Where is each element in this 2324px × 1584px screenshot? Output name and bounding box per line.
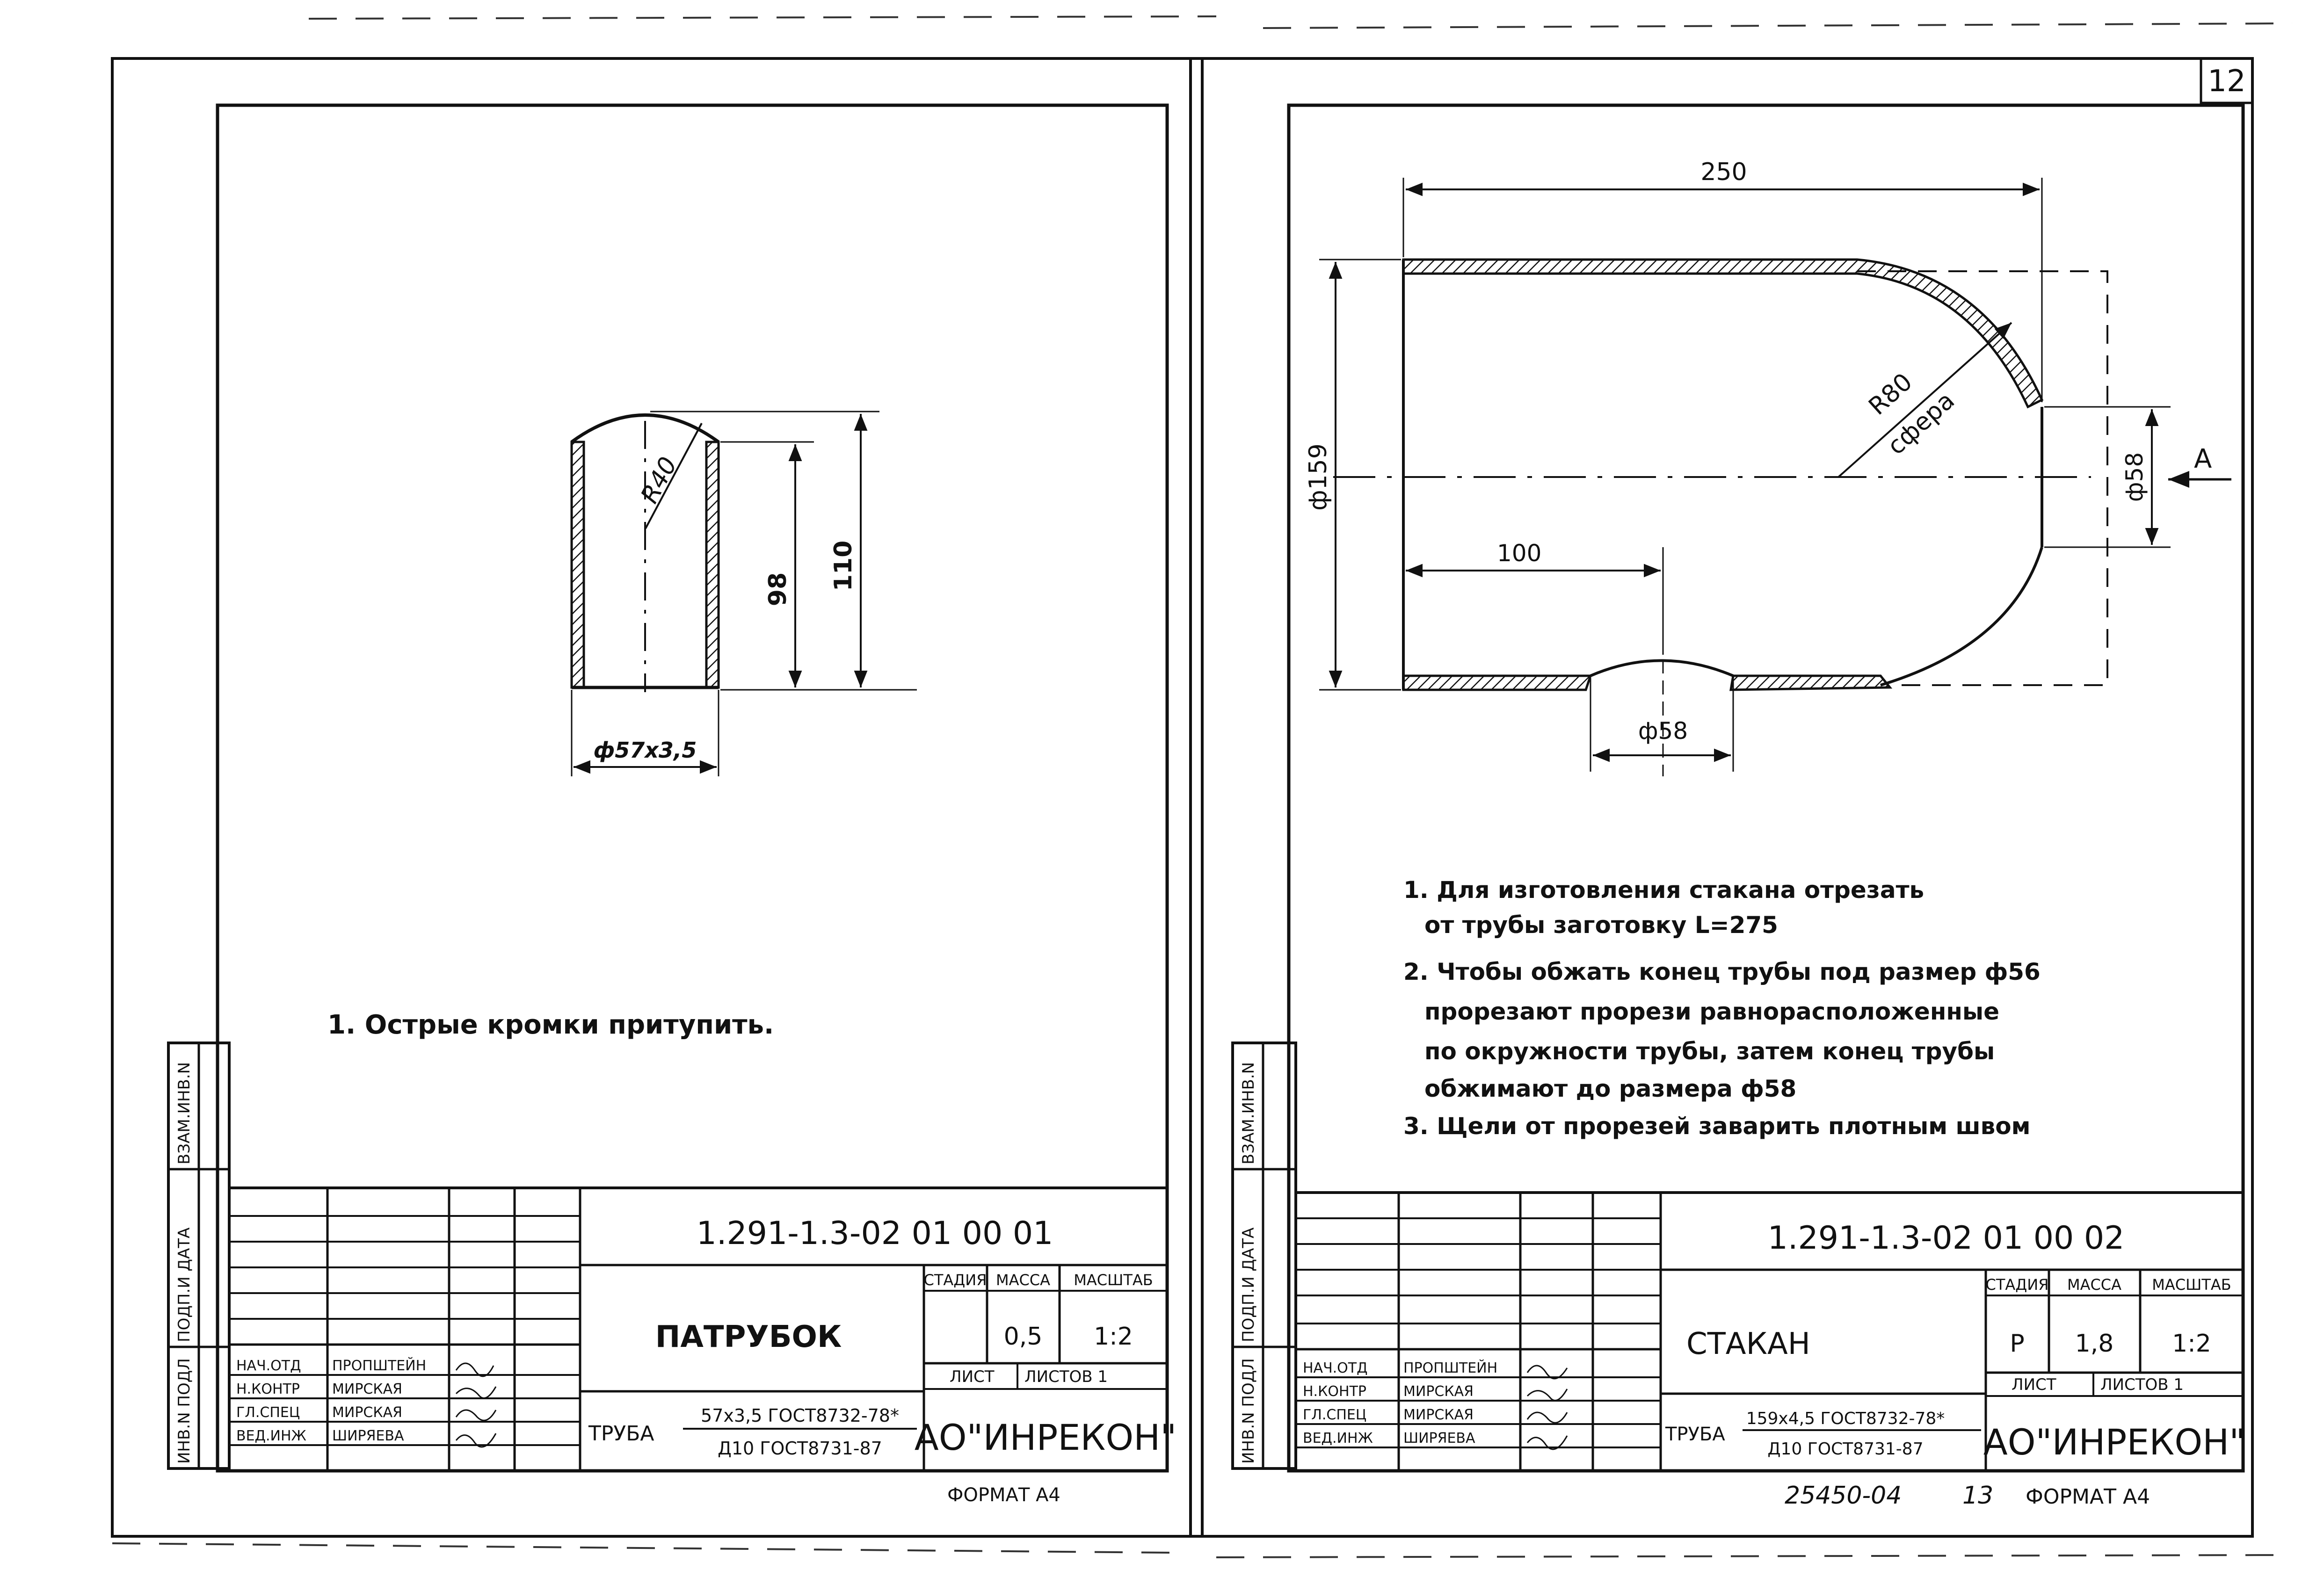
dim-d58-end: ф58 xyxy=(2121,452,2148,502)
right-material-top: 159х4,5 ГОСТ8732-78* xyxy=(1746,1409,1945,1428)
left-outer-frame xyxy=(111,57,1204,1538)
dim-d58-bottom: ф58 xyxy=(1638,717,1688,745)
left-format: ФОРМАТ А4 xyxy=(947,1484,1060,1506)
left-part-name: ПАТРУБОК xyxy=(655,1320,842,1354)
sheet-number-box xyxy=(2200,57,2254,104)
archive-number: 25450-04 xyxy=(1785,1482,1902,1510)
right-role-2: Н.КОНТР xyxy=(1303,1383,1366,1400)
right-side-label-2: ПОДП.И ДАТА xyxy=(1239,1228,1258,1342)
left-doc-code: 1.291-1.3-02 01 00 01 xyxy=(697,1215,1053,1252)
left-hdr-stage: СТАДИЯ xyxy=(924,1271,987,1289)
right-note-4: прорезают прорези равнорасположенные xyxy=(1424,998,1999,1025)
right-part-name: СТАКАН xyxy=(1686,1327,1810,1361)
left-sheet-label: ЛИСТ xyxy=(950,1367,995,1386)
left-material-top: 57х3,5 ГОСТ8732-78* xyxy=(701,1405,899,1426)
right-note-1: 1. Для изготовления стакана отрезать xyxy=(1403,876,1924,904)
left-sheet: ИНВ.N ПОДЛ ПОДП.И ДАТА ВЗАМ.ИНВ.N R40 98… xyxy=(111,57,1204,1538)
right-mass: 1,8 xyxy=(2075,1330,2114,1358)
right-material-bottom: Д10 ГОСТ8731-87 xyxy=(1767,1439,1923,1459)
right-note-3: 2. Чтобы обжать конец трубы под размер ф… xyxy=(1403,958,2041,985)
dim-100: 100 xyxy=(1497,540,1541,567)
dim-d159: ф159 xyxy=(1304,443,1332,511)
right-note-6: обжимают до размера ф58 xyxy=(1424,1075,1796,1102)
right-name-3: МИРСКАЯ xyxy=(1403,1407,1474,1423)
right-role-3: ГЛ.СПЕЦ xyxy=(1303,1407,1366,1423)
left-role-1: НАЧ.ОТД xyxy=(236,1358,301,1374)
left-signatures xyxy=(455,1362,497,1448)
right-role-4: ВЕД.ИНЖ xyxy=(1303,1430,1373,1447)
left-material-bottom: Д10 ГОСТ8731-87 xyxy=(718,1438,882,1459)
right-side-label-1: ИНВ.N ПОДЛ xyxy=(1239,1358,1258,1464)
blank-outline xyxy=(1857,270,2108,686)
left-role-3: ГЛ.СПЕЦ xyxy=(236,1404,300,1421)
right-scale: 1:2 xyxy=(2172,1330,2211,1358)
left-title-block: НАЧ.ОТД Н.КОНТР ГЛ.СПЕЦ ВЕД.ИНЖ ПРОПШТЕЙ… xyxy=(228,1186,1177,1472)
right-material-label: ТРУБА xyxy=(1665,1424,1725,1445)
right-outer-frame xyxy=(1189,57,2254,1538)
right-company: АО"ИНРЕКОН" xyxy=(1983,1421,2246,1463)
pipe-left-wall xyxy=(570,441,585,689)
right-name-2: МИРСКАЯ xyxy=(1403,1383,1474,1400)
left-side-label-1: ИНВ.N ПОДЛ xyxy=(175,1358,194,1464)
left-hdr-scale: МАСШТАБ xyxy=(1074,1271,1153,1289)
left-role-2: Н.КОНТР xyxy=(236,1381,300,1397)
right-signatures xyxy=(1526,1365,1568,1450)
left-note: 1. Острые кромки притупить. xyxy=(327,1010,774,1040)
left-scale: 1:2 xyxy=(1094,1323,1133,1351)
stakan-bottom-wall-right xyxy=(1729,674,1893,691)
right-notes: 1. Для изготовления стакана отрезать от … xyxy=(1403,876,2041,1140)
right-note-2: от трубы заготовку L=275 xyxy=(1424,911,1778,939)
stakan-lower-arc xyxy=(1880,547,2043,687)
right-hdr-stage: СТАДИЯ xyxy=(1986,1276,2049,1294)
archive-sheet: 13 xyxy=(1962,1482,1993,1510)
left-side-label-3: ВЗАМ.ИНВ.N xyxy=(175,1062,194,1164)
left-role-4: ВЕД.ИНЖ xyxy=(236,1428,306,1444)
left-sheets-label: ЛИСТОВ 1 xyxy=(1024,1367,1108,1386)
dim-r40: R40 xyxy=(636,453,683,508)
dim-110: 110 xyxy=(829,541,857,592)
view-label: А xyxy=(2194,444,2212,474)
left-side-block: ИНВ.N ПОДЛ ПОДП.И ДАТА ВЗАМ.ИНВ.N xyxy=(167,1042,231,1470)
right-sheets-label: ЛИСТОВ 1 xyxy=(2100,1375,2184,1394)
pipe-right-wall xyxy=(705,441,720,689)
right-format: ФОРМАТ А4 xyxy=(2026,1485,2150,1509)
left-material-label: ТРУБА xyxy=(588,1422,654,1446)
right-side-block: ИНВ.N ПОДЛ ПОДП.И ДАТА ВЗАМ.ИНВ.N xyxy=(1231,1042,1297,1470)
r80-leader xyxy=(1837,322,2012,478)
right-title-block: НАЧ.ОТД Н.КОНТР ГЛ.СПЕЦ ВЕД.ИНЖ ПРОПШТЕЙ… xyxy=(1294,1191,2246,1472)
dim-d57: ф57х3,5 xyxy=(594,738,697,763)
sheet-number: 12 xyxy=(2208,64,2245,99)
stakan-bottom-wall-left xyxy=(1402,674,1592,691)
left-hdr-mass: МАССА xyxy=(996,1271,1050,1289)
left-name-2: МИРСКАЯ xyxy=(332,1381,402,1397)
right-name-1: ПРОПШТЕЙН xyxy=(1403,1360,1497,1376)
right-hdr-scale: МАСШТАБ xyxy=(2152,1276,2231,1294)
dim-250: 250 xyxy=(1700,158,1747,186)
scan-edge-marks xyxy=(112,15,2293,1558)
left-side-label-2: ПОДП.И ДАТА xyxy=(175,1228,194,1342)
right-sheet: 12 ИНВ.N ПОДЛ ПОДП.И ДАТА ВЗАМ.ИНВ.N xyxy=(1189,57,2254,1538)
dim-98: 98 xyxy=(764,572,792,606)
patrubok-drawing: R40 98 110 ф57х3,5 xyxy=(570,411,917,776)
stakan-bottom-bulge xyxy=(1590,659,1734,677)
right-stage: Р xyxy=(2010,1330,2024,1358)
right-note-5: по окружности трубы, затем конец трубы xyxy=(1424,1038,1995,1065)
right-side-label-3: ВЗАМ.ИНВ.N xyxy=(1239,1062,1258,1164)
right-sheet-label: ЛИСТ xyxy=(2012,1375,2056,1394)
left-name-4: ШИРЯЕВА xyxy=(332,1428,404,1444)
left-name-1: ПРОПШТЕЙН xyxy=(332,1357,426,1374)
right-hdr-mass: МАССА xyxy=(2067,1276,2121,1294)
stakan-top-wall xyxy=(1402,258,2044,409)
stakan-drawing: R80 сфера 250 ф159 ф58 А 100 xyxy=(1304,158,2231,776)
right-role-1: НАЧ.ОТД xyxy=(1303,1360,1368,1376)
right-doc-code: 1.291-1.3-02 01 00 02 xyxy=(1768,1220,2125,1257)
left-name-3: МИРСКАЯ xyxy=(332,1404,402,1421)
left-company: АО"ИНРЕКОН" xyxy=(915,1417,1177,1458)
left-mass: 0,5 xyxy=(1004,1323,1043,1351)
radius-leader xyxy=(645,423,703,529)
right-note-7: 3. Щели от прорезей заварить плотным шво… xyxy=(1403,1113,2030,1140)
right-inner-frame xyxy=(1287,103,2245,1473)
right-name-4: ШИРЯЕВА xyxy=(1403,1430,1475,1447)
